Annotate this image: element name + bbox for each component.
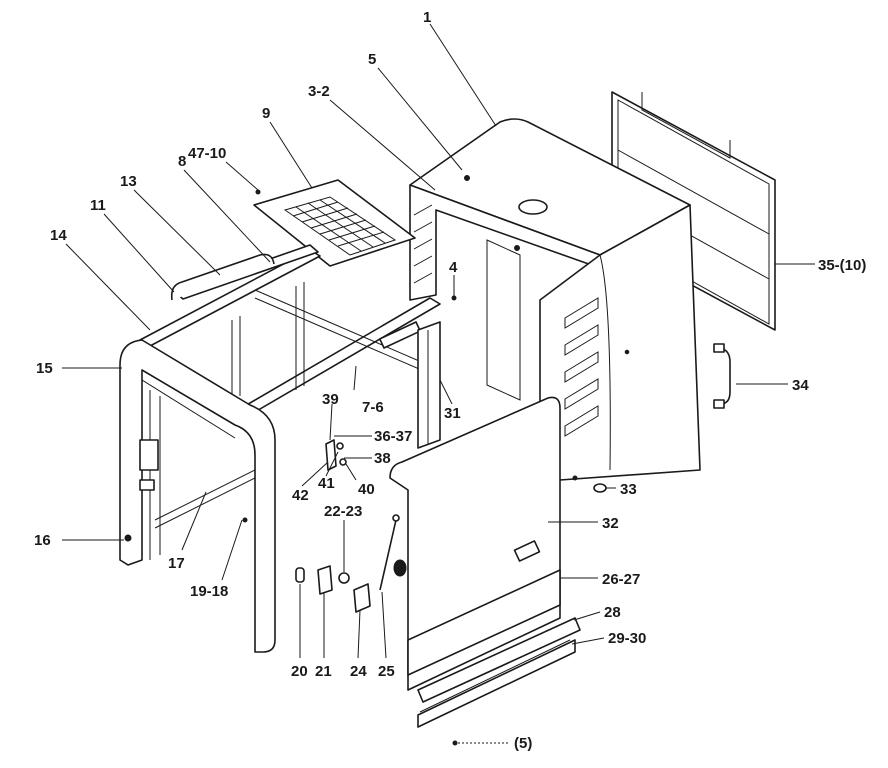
label-11: 11: [90, 197, 106, 214]
label-19-18: 19-18: [190, 583, 228, 600]
vent-slots-left: [413, 204, 433, 284]
label-35-10: 35-(10): [818, 257, 866, 274]
label-41: 41: [318, 475, 335, 492]
bottom-trims: [407, 569, 581, 728]
label-32: 32: [602, 515, 619, 532]
label-9: 9: [262, 105, 270, 122]
callout-labels: 1 5 3-2 9 47-10 8 13 11 14 15 4 35-(10) …: [34, 9, 866, 752]
label-31: 31: [444, 405, 461, 422]
leader-lines: [62, 23, 815, 744]
label-33: 33: [620, 481, 637, 498]
label-25: 25: [378, 663, 395, 680]
label-24: 24: [350, 663, 367, 680]
label-7-6: 7-6: [362, 399, 384, 416]
label-38: 38: [374, 450, 391, 467]
label-13: 13: [120, 173, 137, 190]
label-36-37: 36-37: [374, 428, 412, 445]
label-15: 15: [36, 360, 53, 377]
label-16: 16: [34, 532, 51, 549]
front-frame-15: [119, 339, 276, 653]
label-8: 8: [178, 153, 186, 170]
upper-frame-assembly: [139, 179, 441, 417]
label-47-10: 47-10: [188, 145, 226, 162]
label-40: 40: [358, 481, 375, 498]
label-4: 4: [449, 259, 458, 276]
label-34: 34: [792, 377, 809, 394]
small-hardware: [242, 189, 731, 746]
cab-shell-1: [409, 118, 701, 481]
label-22-23: 22-23: [324, 503, 362, 520]
label-42: 42: [292, 487, 309, 504]
label-21: 21: [315, 663, 332, 680]
label-20: 20: [291, 663, 308, 680]
label-14: 14: [50, 227, 67, 244]
vent-slots-right: [564, 297, 599, 437]
label-5-paren: (5): [514, 735, 532, 752]
label-39: 39: [322, 391, 339, 408]
label-26-27: 26-27: [602, 571, 640, 588]
label-1: 1: [423, 9, 431, 26]
label-3-2: 3-2: [308, 83, 330, 100]
label-28: 28: [604, 604, 621, 621]
support-column-31: [417, 321, 441, 449]
label-5: 5: [368, 51, 376, 68]
label-29-30: 29-30: [608, 630, 646, 647]
mesh-grille-9: [283, 196, 397, 256]
label-17: 17: [168, 555, 185, 572]
